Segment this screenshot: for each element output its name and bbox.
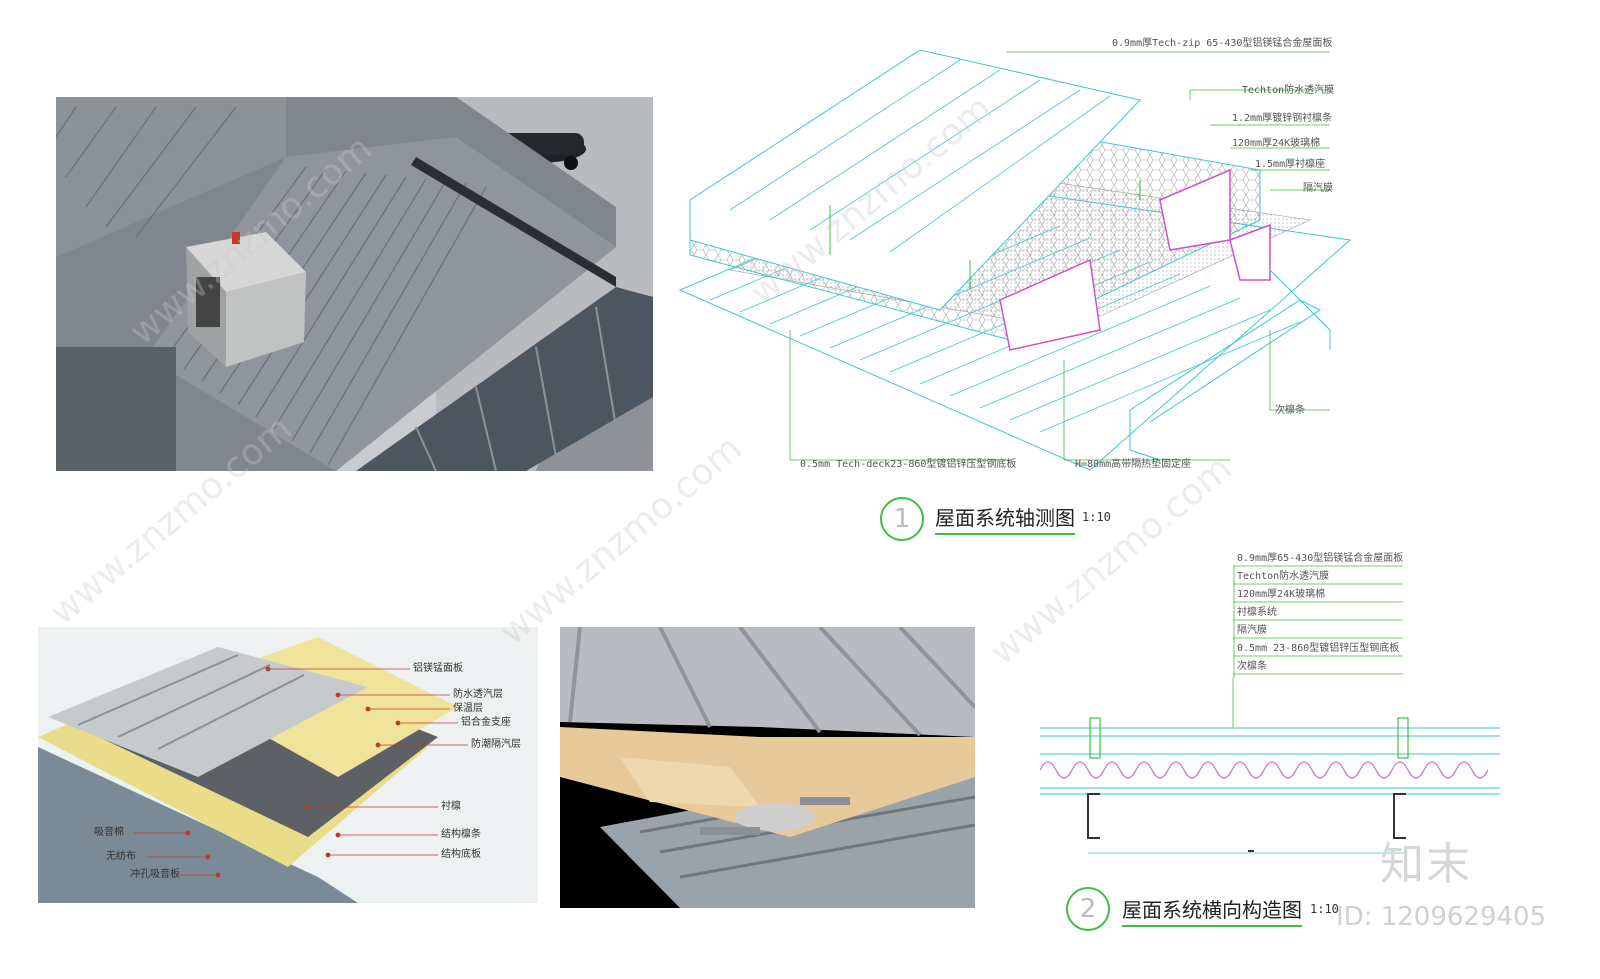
roof-vent-box: [186, 232, 306, 367]
layer-right-3: 铝合金支座: [461, 717, 511, 728]
layer-right-5: 衬檩: [441, 801, 461, 812]
layer-right-2: 保温层: [453, 703, 483, 714]
label-support: H=80mm高带隔热垫固定座: [1075, 459, 1192, 470]
label-deck: 0.5mm Tech-deck23-860型镀铝锌压型钢底板: [800, 459, 1017, 470]
section-label-2: 120mm厚24K玻璃棉: [1237, 589, 1326, 600]
section-label-5: 0.5mm 23-860型镀铝锌压型钢底板: [1237, 643, 1400, 654]
label-vapor-barrier: 隔汽膜: [1303, 183, 1333, 194]
label-glass-wool: 120mm厚24K玻璃棉: [1232, 138, 1321, 149]
layer-left-2: 冲孔吸音板: [130, 869, 180, 880]
brand-id: ID: 1209629405: [1336, 902, 1547, 932]
section-title-underline: [1122, 925, 1302, 927]
section-label-4: 隔汽膜: [1237, 625, 1267, 636]
axonometric-title: 屋面系统轴测图: [935, 502, 1075, 535]
section-title: 屋面系统横向构造图: [1122, 894, 1302, 927]
section-label-block: 0.9mm厚65-430型铝镁锰合金屋面板 Techton防水透汽膜 120mm…: [1233, 550, 1405, 678]
layer-left-1: 无纺布: [106, 851, 136, 862]
layer-right-1: 防水透汽层: [453, 689, 503, 700]
title-underline: [935, 533, 1075, 535]
render-3d: [560, 625, 977, 908]
axonometric-scale: 1:10: [1082, 510, 1111, 524]
brand-logo-text: 知末: [1380, 839, 1472, 890]
section-svg: [1039, 678, 1500, 854]
section-label-3: 衬檩系统: [1237, 607, 1277, 618]
layer-diagram: 铝镁锰面板 防水透汽层 保温层 铝合金支座 防潮隔汽层 衬檩 结构檩条 结构底板…: [38, 627, 538, 903]
label-membrane: Techton防水透汽膜: [1242, 85, 1335, 96]
section-label-0: 0.9mm厚65-430型铝镁锰合金屋面板: [1237, 553, 1404, 564]
layer-left-0: 吸音棉: [94, 827, 124, 838]
section-scale: 1:10: [1310, 902, 1339, 916]
label-purlin-liner: 1.2mm厚镀锌钢衬檩条: [1232, 113, 1333, 124]
render-3d-svg: [560, 625, 977, 908]
layer-right-7: 结构底板: [441, 849, 481, 860]
roof-photo-illustration: [55, 97, 653, 472]
axonometric-svg: [678, 49, 1352, 471]
axonometric-drawing: [670, 30, 1370, 500]
section-drawing: [1039, 678, 1500, 868]
roof-photo: [55, 97, 653, 472]
label-secondary-purlin: 次檩条: [1275, 405, 1305, 416]
axonometric-title-text: 屋面系统轴测图: [935, 506, 1075, 530]
label-purlin-base: 1.5mm厚衬檩座: [1255, 159, 1326, 170]
section-label-6: 次檩条: [1237, 661, 1267, 672]
drawing-number-1: 1: [880, 497, 924, 541]
label-roof-panel: 0.9mm厚Tech-zip 65-430型铝镁锰合金屋面板: [1112, 38, 1333, 49]
drawing-number-2: 2: [1066, 887, 1110, 931]
section-title-text: 屋面系统横向构造图: [1122, 898, 1302, 922]
layer-diagram-svg: [38, 637, 468, 903]
layer-right-0: 铝镁锰面板: [413, 663, 463, 674]
layer-right-4: 防潮隔汽层: [471, 739, 521, 750]
section-label-lines: [1233, 565, 1403, 678]
layer-right-6: 结构檩条: [441, 829, 481, 840]
section-label-1: Techton防水透汽膜: [1237, 571, 1330, 582]
